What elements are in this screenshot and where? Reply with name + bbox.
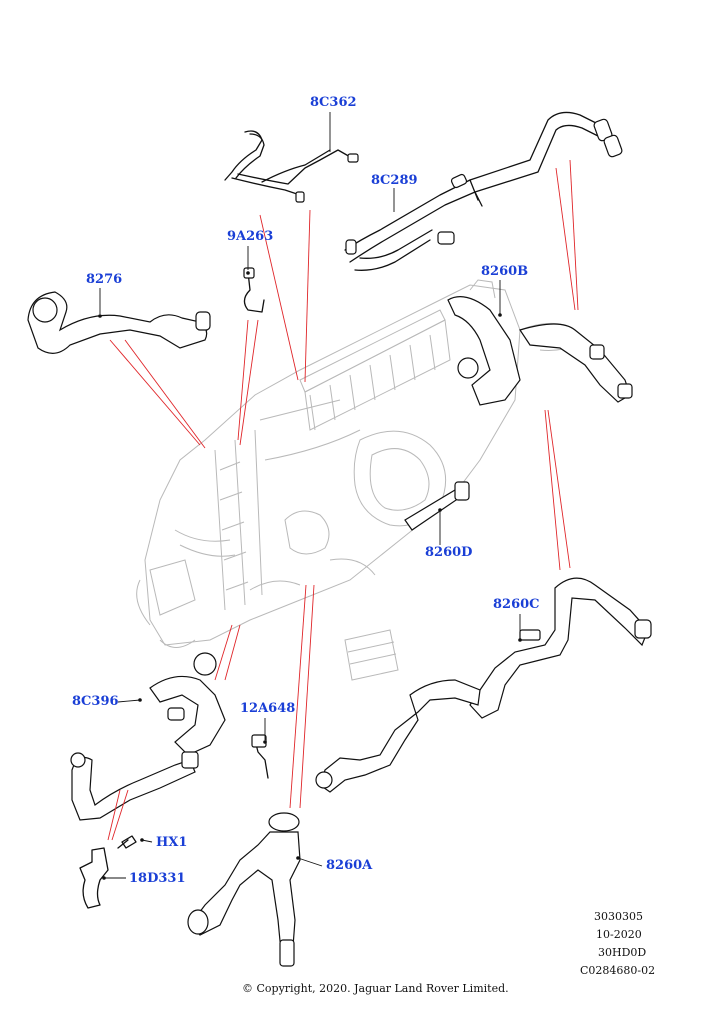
callout-hx1: HX1 <box>156 835 188 850</box>
leader-lines <box>107 159 579 841</box>
callout-8260a: 8260A <box>326 858 373 873</box>
callout-8260d: 8260D <box>425 545 473 560</box>
copyright-notice: © Copyright, 2020. Jaguar Land Rover Lim… <box>242 982 509 995</box>
part-hx1-bolt <box>117 835 144 849</box>
reference-model-code: 30HD0D <box>598 946 647 959</box>
callout-8260b: 8260B <box>481 264 529 279</box>
part-8260b-hose <box>447 296 633 406</box>
part-8276-hose <box>27 291 211 354</box>
callout-12a648: 12A648 <box>240 701 296 716</box>
reference-date: 10-2020 <box>596 928 642 941</box>
callout-9a263: 9A263 <box>227 229 274 244</box>
part-8260d-pipe <box>404 481 470 531</box>
reference-illustration-id: C0284680-02 <box>580 964 656 977</box>
part-8c396-hose <box>70 652 226 821</box>
part-8c362-tube <box>224 130 359 203</box>
part-18d331-bracket <box>79 847 109 909</box>
callout-8c362: 8C362 <box>310 95 357 110</box>
callout-8c289: 8C289 <box>371 173 418 188</box>
part-8260a-hose <box>187 812 301 967</box>
callout-8260c: 8260C <box>493 597 540 612</box>
reference-number: 3030305 <box>594 910 643 923</box>
part-9a263-sensor <box>243 267 265 313</box>
part-8c289-hose <box>344 111 623 271</box>
part-8260c-hose <box>315 577 652 793</box>
callout-8276: 8276 <box>86 272 123 287</box>
callout-8c396: 8C396 <box>72 694 119 709</box>
callout-pointers <box>99 112 521 879</box>
callout-18d331: 18D331 <box>129 871 186 886</box>
part-12a648-sensor <box>251 734 269 779</box>
